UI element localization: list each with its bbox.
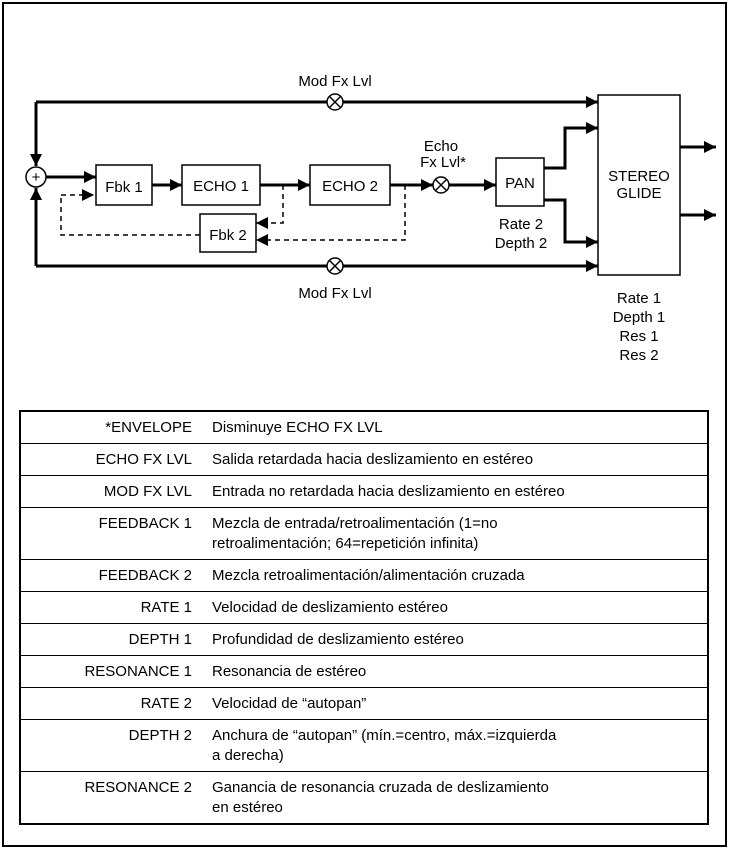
echo2-label: ECHO 2 [322, 178, 378, 195]
param-desc-line: Velocidad de “autopan” [212, 695, 367, 712]
fbk2-label: Fbk 2 [209, 227, 247, 244]
param-name: RESONANCE 2 [19, 771, 202, 825]
param-description: Disminuye ECHO FX LVL [202, 410, 709, 444]
table-row: FEEDBACK 2 Mezcla retroalimentación/alim… [19, 559, 709, 592]
param-desc-line: Velocidad de deslizamiento estéreo [212, 599, 448, 616]
param-desc-line: Mezcla retroalimentación/alimentación cr… [212, 567, 525, 584]
table-row: DEPTH 1 Profundidad de deslizamiento est… [19, 623, 709, 656]
table-row: RATE 2 Velocidad de “autopan” [19, 687, 709, 720]
table-row: DEPTH 2 Anchura de “autopan” (mín.=centr… [19, 719, 709, 772]
param-desc-line: Entrada no retardada hacia deslizamiento… [212, 483, 565, 500]
param-desc-line: a derecha) [212, 747, 284, 764]
pan-depth-label: Depth 2 [495, 235, 548, 252]
mod-fx-top-multiplier [326, 93, 344, 111]
stereo-glide-label-line2: GLIDE [616, 185, 661, 202]
glide-depth-label: Depth 1 [613, 309, 666, 326]
table-row: FEEDBACK 1 Mezcla de entrada/retroalimen… [19, 507, 709, 560]
param-desc-line: Disminuye ECHO FX LVL [212, 419, 383, 436]
table-row: *ENVELOPE Disminuye ECHO FX LVL [19, 410, 709, 444]
table-row: RATE 1 Velocidad de deslizamiento estére… [19, 591, 709, 624]
summing-junction-symbol: + [32, 169, 41, 186]
mod-fx-bottom-multiplier [326, 257, 344, 275]
param-name: DEPTH 2 [19, 719, 202, 772]
echo-fx-label-line1: Echo [424, 138, 458, 155]
param-name: *ENVELOPE [19, 410, 202, 444]
pan-to-glide-upper-line [544, 122, 598, 170]
echo2-to-fbk2-line [256, 185, 406, 246]
param-name: FEEDBACK 1 [19, 507, 202, 560]
param-name: RATE 1 [19, 591, 202, 624]
parameter-table: *ENVELOPE Disminuye ECHO FX LVL ECHO FX … [19, 410, 709, 825]
table-row: MOD FX LVL Entrada no retardada hacia de… [19, 475, 709, 508]
param-desc-line: retroalimentación; 64=repetición infinit… [212, 535, 479, 552]
param-desc-line: Salida retardada hacia deslizamiento en … [212, 451, 534, 468]
echo-fx-label-line2: Fx Lvl* [420, 154, 466, 171]
pan-to-glide-lower-line [544, 198, 598, 248]
param-description: Profundidad de deslizamiento estéreo [202, 623, 709, 656]
param-description: Velocidad de deslizamiento estéreo [202, 591, 709, 624]
param-description: Ganancia de resonancia cruzada de desliz… [202, 771, 709, 825]
param-name: RATE 2 [19, 687, 202, 720]
param-description: Resonancia de estéreo [202, 655, 709, 688]
glide-rate-label: Rate 1 [617, 290, 661, 307]
echo1-to-fbk2-line [256, 185, 284, 229]
param-description: Velocidad de “autopan” [202, 687, 709, 720]
mod-fx-top-label: Mod Fx Lvl [298, 73, 371, 90]
param-description: Mezcla de entrada/retroalimentación (1=n… [202, 507, 709, 560]
table-row: ECHO FX LVL Salida retardada hacia desli… [19, 443, 709, 476]
fbk2-box [199, 213, 257, 253]
pan-rate-label: Rate 2 [499, 216, 543, 233]
echo1-label: ECHO 1 [193, 178, 249, 195]
stereo-glide-box [597, 94, 681, 276]
param-desc-line: en estéreo [212, 799, 283, 816]
table-row: RESONANCE 1 Resonancia de estéreo [19, 655, 709, 688]
param-desc-line: Resonancia de estéreo [212, 663, 367, 680]
mod-fx-bottom-label: Mod Fx Lvl [298, 285, 371, 302]
glide-res1-label: Res 1 [619, 328, 658, 345]
param-description: Salida retardada hacia deslizamiento en … [202, 443, 709, 476]
param-desc-line: Ganancia de resonancia cruzada de desliz… [212, 779, 549, 796]
pan-label: PAN [505, 175, 535, 192]
param-name: MOD FX LVL [19, 475, 202, 508]
fbk2-to-fbk1-feedback-line [60, 195, 200, 236]
param-name: RESONANCE 1 [19, 655, 202, 688]
table-row: RESONANCE 2 Ganancia de resonancia cruza… [19, 771, 709, 825]
param-desc-line: Mezcla de entrada/retroalimentación (1=n… [212, 515, 498, 532]
stereo-glide-label-line1: STEREO [608, 168, 670, 185]
param-description: Mezcla retroalimentación/alimentación cr… [202, 559, 709, 592]
glide-res2-label: Res 2 [619, 347, 658, 364]
param-name: ECHO FX LVL [19, 443, 202, 476]
param-name: FEEDBACK 2 [19, 559, 202, 592]
param-desc-line: Profundidad de deslizamiento estéreo [212, 631, 464, 648]
signal-flow-diagram: Mod Fx Lvl Mod Fx Lvl + Fbk 1 ECHO 1 ECH… [25, 73, 716, 364]
echo-fx-multiplier [432, 176, 450, 194]
param-description: Anchura de “autopan” (mín.=centro, máx.=… [202, 719, 709, 772]
pan-box [495, 157, 545, 207]
param-desc-line: Anchura de “autopan” (mín.=centro, máx.=… [212, 727, 557, 744]
param-description: Entrada no retardada hacia deslizamiento… [202, 475, 709, 508]
echo2-box [309, 164, 391, 206]
fbk1-label: Fbk 1 [105, 179, 143, 196]
param-name: DEPTH 1 [19, 623, 202, 656]
